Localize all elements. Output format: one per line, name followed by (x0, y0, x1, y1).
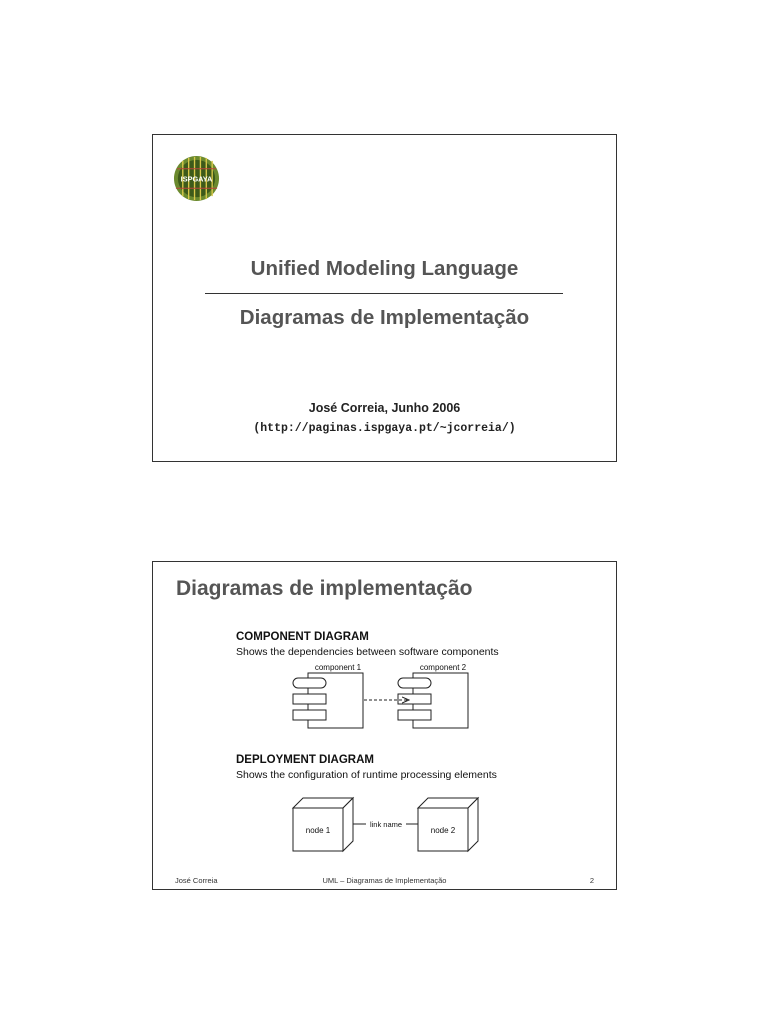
author-url: (http://paginas.ispgaya.pt/~jcorreia/) (253, 422, 516, 435)
node1-shape (291, 796, 355, 853)
component1-shape (292, 672, 364, 729)
component-diagram-heading: COMPONENT DIAGRAM (236, 631, 369, 643)
footer-title: UML – Diagramas de Implementação (322, 876, 447, 885)
logo-text: ISPGAYA (181, 174, 213, 183)
node2-label: node 2 (431, 826, 456, 835)
diagram-slide: Diagramas de implementação COMPONENT DIA… (152, 561, 617, 890)
node1-label: node 1 (306, 826, 331, 835)
slide1-title: Unified Modeling Language (250, 257, 519, 280)
implementation-diagrams: COMPONENT DIAGRAM Shows the dependencies… (236, 631, 499, 853)
author-line: José Correia, Junho 2006 (308, 401, 461, 415)
title-slide: ISPGAYA Unified Modeling Language Diagra… (152, 134, 617, 462)
deployment-diagram-heading: DEPLOYMENT DIAGRAM (236, 754, 374, 766)
component2-label: component 2 (420, 663, 467, 672)
component2-shape (397, 672, 469, 729)
node2-shape (416, 796, 480, 853)
slide2-title: Diagramas de implementação (176, 577, 473, 600)
footer-author: José Correia (175, 876, 218, 885)
component1-label: component 1 (315, 663, 362, 672)
link-label-bg (366, 820, 406, 829)
component-diagram-desc: Shows the dependencies between software … (236, 646, 499, 658)
link-name-label: link name (370, 820, 402, 829)
deployment-diagram-desc: Shows the configuration of runtime proce… (236, 769, 497, 781)
footer-page-number: 2 (589, 876, 594, 885)
ispgaya-logo: ISPGAYA (173, 155, 220, 202)
title-divider (205, 293, 563, 294)
slide1-subtitle: Diagramas de Implementação (239, 306, 530, 329)
